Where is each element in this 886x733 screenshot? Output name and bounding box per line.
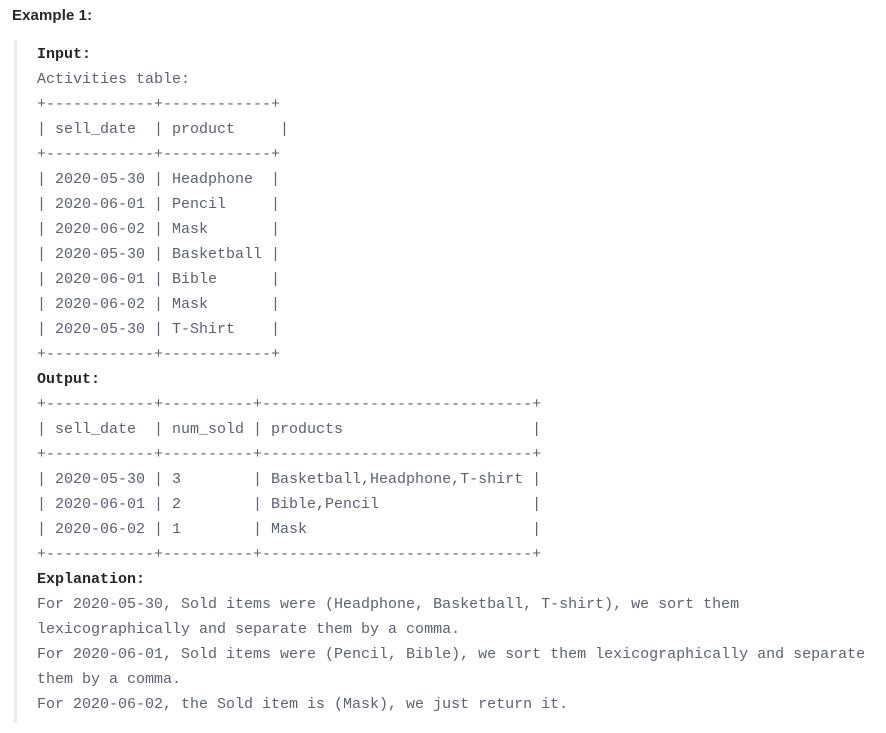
output-table: +------------+----------+---------------… xyxy=(37,396,542,563)
output-label: Output: xyxy=(37,371,101,388)
input-table-caption: Activities table: xyxy=(37,71,191,88)
example-blockquote: Input: Activities table: +------------+-… xyxy=(14,40,886,723)
input-label: Input: xyxy=(37,46,92,63)
explanation-label: Explanation: xyxy=(37,571,146,588)
explanation-text: For 2020-05-30, Sold items were (Headpho… xyxy=(37,596,866,713)
input-table: +------------+------------+ | sell_date … xyxy=(37,96,290,363)
page-title: Example 1: xyxy=(12,7,93,24)
